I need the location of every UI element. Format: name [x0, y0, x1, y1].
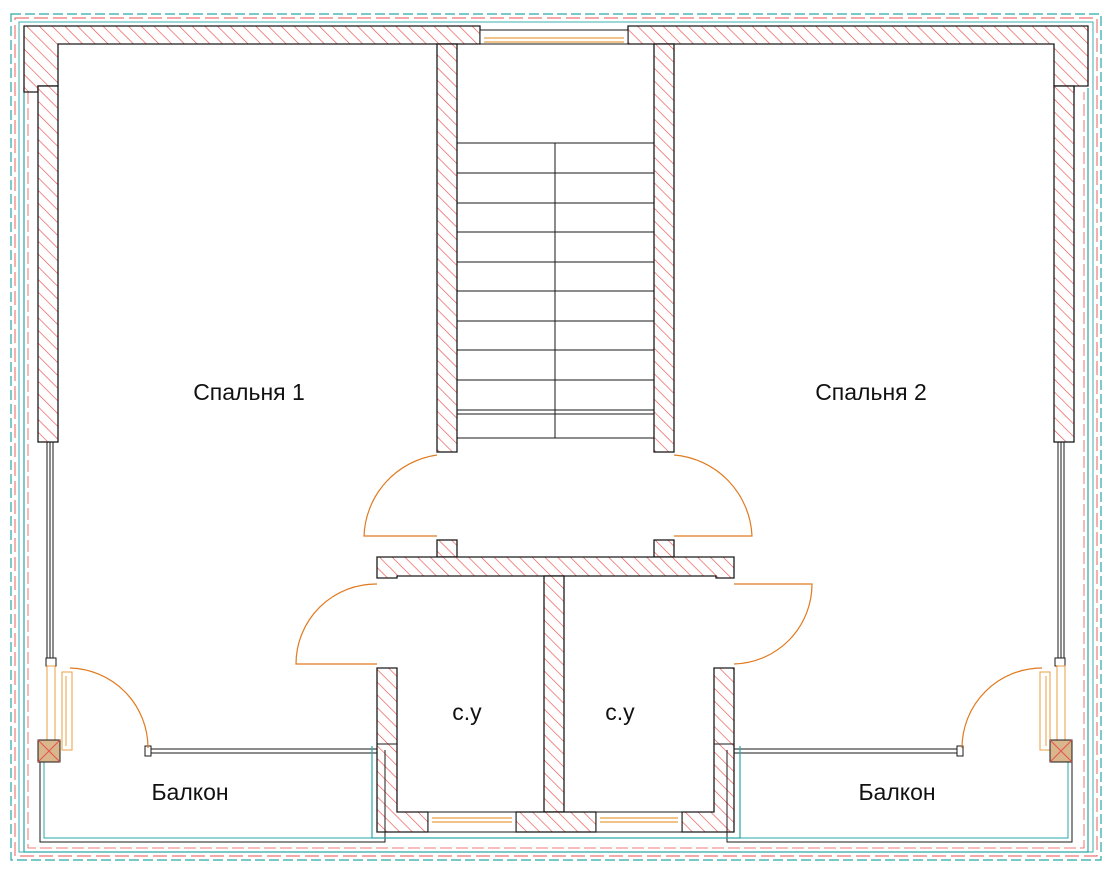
label-wc-right: с.у — [605, 699, 635, 725]
windows — [427, 29, 683, 833]
door-bedroom-2 — [673, 454, 753, 537]
wall-stub-left — [436, 539, 458, 558]
wall-wc-bottom-mid — [515, 811, 597, 833]
wall-wc-top — [376, 556, 735, 579]
wall-left — [37, 85, 59, 443]
wall-wc-partition — [543, 575, 565, 813]
label-wc-left: с.у — [452, 699, 482, 725]
door-balcony-left — [69, 667, 149, 749]
label-balcony-left: Балкон — [151, 779, 228, 805]
window-wc-right — [595, 811, 683, 833]
columns — [37, 739, 1073, 763]
wall-wc-right — [681, 667, 735, 833]
wall-stair-left — [436, 43, 458, 453]
label-bedroom-2: Спальня 2 — [815, 379, 927, 405]
label-balcony-right: Балкон — [858, 779, 935, 805]
facade-outline — [10, 13, 1102, 861]
doors — [69, 454, 1043, 749]
wall-top-left — [23, 25, 481, 93]
staircase — [456, 142, 655, 439]
glazing — [39, 442, 1073, 843]
door-wc-left — [295, 583, 378, 665]
label-bedroom-1: Спальня 1 — [193, 379, 305, 405]
room-labels: Спальня 1 Спальня 2 с.у с.у Балкон Балко… — [151, 379, 935, 805]
walls — [23, 25, 1089, 833]
wall-right — [1053, 85, 1075, 443]
wall-top-right — [627, 25, 1089, 92]
door-balcony-right — [961, 667, 1043, 749]
window-top-stair — [479, 29, 629, 45]
door-wc-right — [733, 583, 813, 665]
door-bedroom-1 — [363, 454, 438, 537]
wall-stair-right — [653, 43, 675, 453]
wall-stub-right — [653, 539, 675, 558]
window-wc-left — [427, 811, 517, 833]
